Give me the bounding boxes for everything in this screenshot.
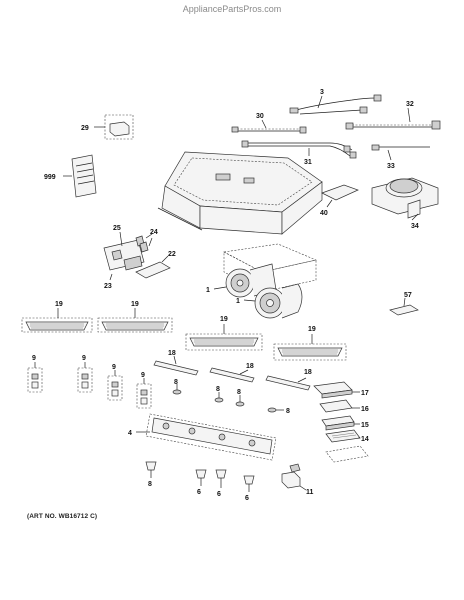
part-57-light-lens[interactable]: [389, 297, 419, 316]
callout-9-d: 9: [141, 372, 145, 379]
part-18-rail-c[interactable]: [265, 375, 311, 391]
callout-18-c: 18: [304, 369, 312, 376]
callout-6-a: 6: [197, 489, 201, 496]
part-34-duct-adapter[interactable]: [371, 177, 439, 221]
part-15-led-board[interactable]: [321, 415, 360, 431]
callout-9-b: 9: [82, 355, 86, 362]
part-24-switch[interactable]: [135, 233, 153, 253]
part-1-blower-lower[interactable]: [243, 283, 303, 319]
part-25-control-bracket[interactable]: [103, 231, 145, 271]
callout-999: 999: [44, 174, 56, 181]
callout-29: 29: [81, 125, 89, 132]
part-19-filter-d[interactable]: [273, 334, 347, 361]
callout-19-d: 19: [308, 326, 316, 333]
callout-4: 4: [128, 430, 132, 437]
callout-32: 32: [406, 101, 414, 108]
part-8-knob[interactable]: [145, 461, 157, 478]
part-29-hardware-kit[interactable]: [94, 114, 134, 140]
callout-9-c: 9: [112, 364, 116, 371]
callout-22: 22: [168, 251, 176, 258]
part-8-clip-d[interactable]: [267, 407, 284, 413]
part-17-light-cover[interactable]: [313, 381, 360, 399]
callout-9-a: 9: [32, 355, 36, 362]
art-number: (ART NO. WB16712 C): [27, 513, 98, 520]
part-40-plate[interactable]: [321, 184, 359, 208]
part-19-filter-a[interactable]: [21, 308, 93, 333]
callout-24: 24: [150, 229, 158, 236]
part-19-filter-c[interactable]: [185, 324, 263, 351]
part-11-bracket[interactable]: [281, 463, 307, 491]
callout-8-e: 8: [148, 481, 152, 488]
callout-17: 17: [361, 390, 369, 397]
hood-housing[interactable]: [157, 151, 323, 235]
callout-16: 16: [361, 406, 369, 413]
part-9-kit-d[interactable]: [136, 378, 152, 409]
callout-57: 57: [404, 292, 412, 299]
part-22-panel[interactable]: [135, 255, 171, 279]
callout-34: 34: [411, 223, 419, 230]
part-8-clip-b[interactable]: [214, 392, 224, 403]
part-8-clip-c[interactable]: [235, 395, 245, 407]
callout-25: 25: [113, 225, 121, 232]
part-19-filter-b[interactable]: [97, 308, 173, 333]
callout-1-upper: 1: [206, 287, 210, 294]
part-9-kit-a[interactable]: [27, 362, 43, 393]
callout-30: 30: [256, 113, 264, 120]
callout-14: 14: [361, 436, 369, 443]
part-4-light-housing[interactable]: [136, 413, 277, 461]
part-999-manual[interactable]: [63, 154, 97, 198]
callout-8-a: 8: [174, 379, 178, 386]
callout-11: 11: [306, 489, 314, 496]
part-1-blower-upper[interactable]: [213, 263, 277, 298]
callout-18-a: 18: [168, 350, 176, 357]
callout-18-b: 18: [246, 363, 254, 370]
callout-6-b: 6: [217, 491, 221, 498]
part-32-wire[interactable]: [345, 107, 441, 130]
callout-3: 3: [320, 89, 324, 96]
callout-33: 33: [387, 163, 395, 170]
part-16-light-lens[interactable]: [319, 399, 360, 413]
part-6-knob-a[interactable]: [195, 469, 207, 486]
callout-8-b: 8: [216, 386, 220, 393]
part-6-knob-b[interactable]: [215, 469, 227, 488]
callout-19-b: 19: [131, 301, 139, 308]
callout-8-c: 8: [237, 389, 241, 396]
part-18-rail-a[interactable]: [153, 355, 199, 376]
part-30-wire[interactable]: [231, 119, 307, 134]
callout-8-d: 8: [286, 408, 290, 415]
callout-19-a: 19: [55, 301, 63, 308]
callout-40: 40: [320, 210, 328, 217]
part-33-wire[interactable]: [371, 144, 430, 161]
part-6-knob-c[interactable]: [243, 475, 255, 492]
part-3-wire-harness[interactable]: [289, 94, 382, 115]
part-9-kit-b[interactable]: [77, 362, 93, 393]
callout-31: 31: [304, 159, 312, 166]
callout-19-c: 19: [220, 316, 228, 323]
watermark: AppliancePartsPros.com: [182, 4, 282, 14]
part-9-kit-c[interactable]: [107, 370, 123, 401]
part-14-grille[interactable]: [325, 429, 361, 443]
callout-23: 23: [104, 283, 112, 290]
part-8-clip-a[interactable]: [172, 384, 182, 395]
part-31-wire-harness[interactable]: [241, 140, 357, 159]
part-18-rail-b[interactable]: [209, 367, 255, 383]
callout-15: 15: [361, 422, 369, 429]
light-tray: [325, 445, 369, 463]
callout-1-lower: 1: [236, 298, 240, 305]
callout-6-c: 6: [245, 495, 249, 502]
